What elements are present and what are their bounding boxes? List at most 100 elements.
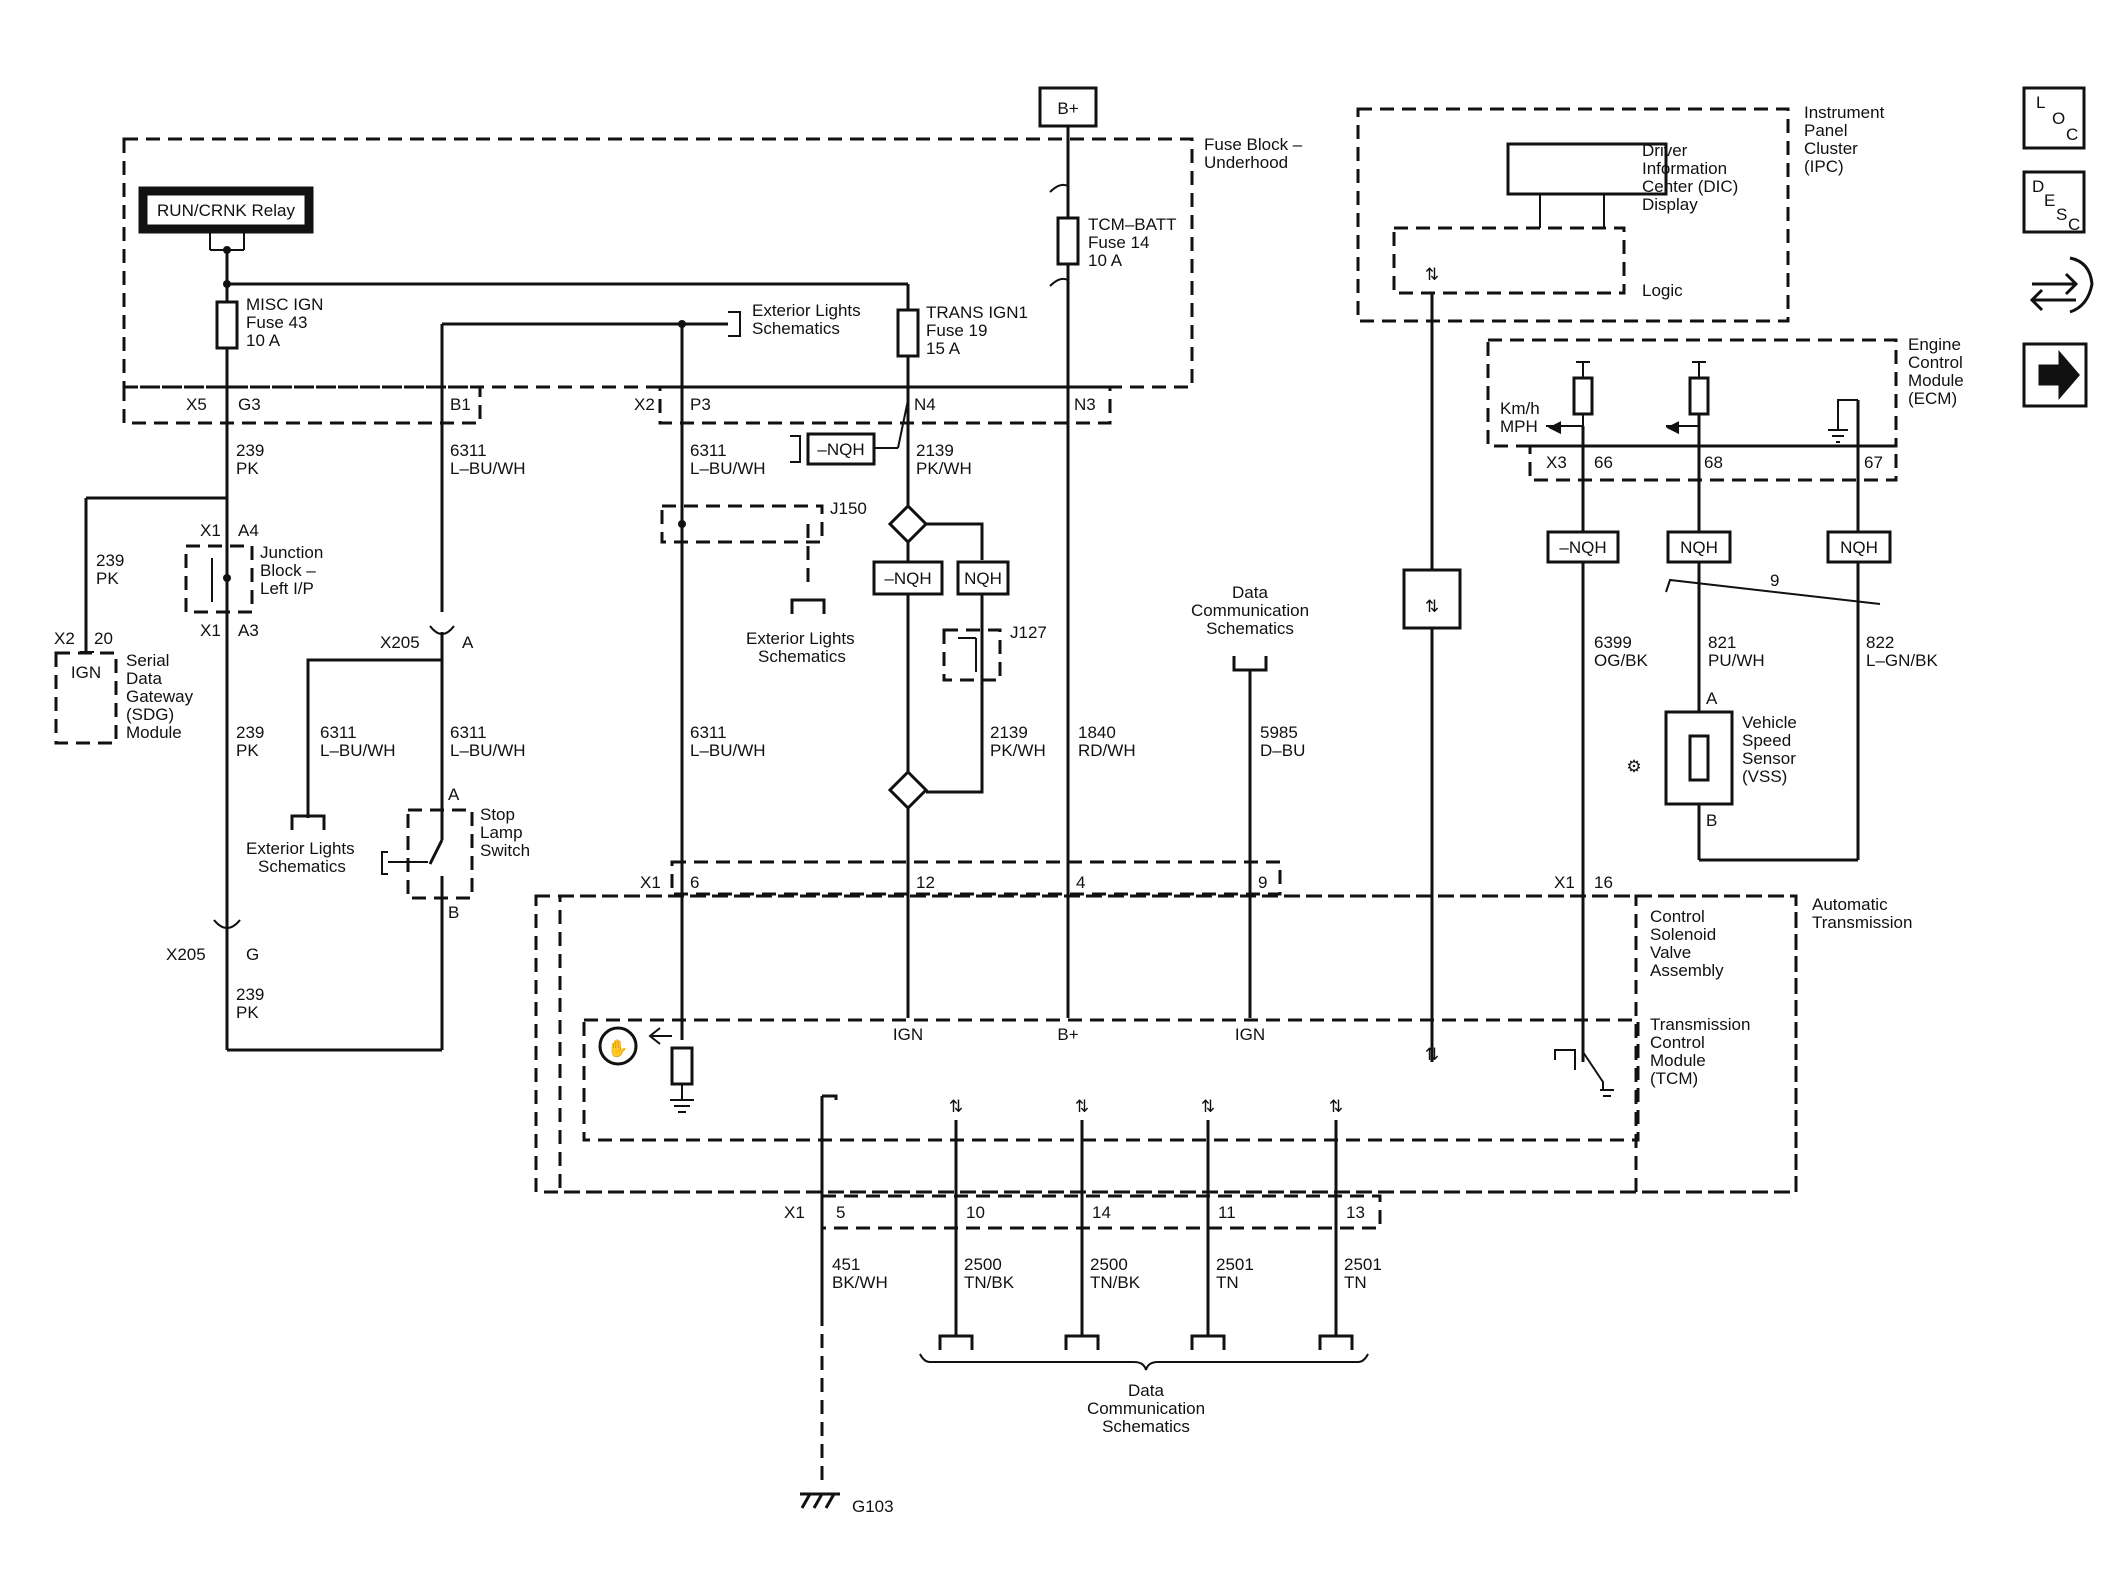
svg-text:68: 68 (1704, 453, 1723, 472)
svg-text:(TCM): (TCM) (1650, 1069, 1698, 1088)
fuse-trans-ign1 (896, 308, 920, 358)
svg-text:Communication: Communication (1191, 601, 1309, 620)
svg-text:PK: PK (96, 569, 119, 588)
connector-x1-top (670, 860, 1282, 896)
svg-text:10 A: 10 A (1088, 251, 1123, 270)
svg-text:PK/WH: PK/WH (990, 741, 1046, 760)
svg-text:L–BU/WH: L–BU/WH (690, 459, 766, 478)
svg-text:⇅: ⇅ (1201, 1097, 1215, 1116)
svg-text:11: 11 (1218, 1203, 1236, 1222)
svg-text:(ECM): (ECM) (1908, 389, 1957, 408)
svg-text:B+: B+ (1057, 1025, 1078, 1044)
svg-text:⇅: ⇅ (1425, 1045, 1439, 1064)
svg-text:(VSS): (VSS) (1742, 767, 1787, 786)
junction-block-label: Junction (260, 543, 323, 562)
nqh-tag-67 (1826, 530, 1892, 564)
stop-hand-icon (598, 1026, 638, 1066)
svg-text:6311: 6311 (450, 441, 487, 460)
svg-text:B: B (1706, 811, 1717, 830)
splice-bottom (887, 769, 929, 811)
svg-text:N3: N3 (1074, 395, 1096, 414)
svg-text:◀: ◀ (1548, 417, 1562, 436)
svg-text:Speed: Speed (1742, 731, 1791, 750)
svg-text:B: B (448, 903, 459, 922)
svg-text:10: 10 (966, 1203, 985, 1222)
j127-label: J127 (1010, 623, 1047, 642)
arrow-right-icon[interactable] (2022, 342, 2088, 408)
ground-g103-icon (800, 1492, 840, 1509)
svg-text:Block –: Block – (260, 561, 316, 580)
ecm-ground-icon (1828, 399, 1858, 443)
data-comm-label-mid: Data (1232, 583, 1268, 602)
exterior-lights-connector-mid (790, 598, 826, 614)
svg-text:Left I/P: Left I/P (260, 579, 314, 598)
svg-text:Panel: Panel (1804, 121, 1847, 140)
j127-outline (942, 628, 1002, 682)
fuse-tcm-batt (1056, 216, 1080, 266)
svg-text:⇅: ⇅ (1329, 1097, 1343, 1116)
svg-text:X1: X1 (200, 621, 221, 640)
dic-label: Driver (1642, 141, 1688, 160)
data-comm-connector-mid (1232, 656, 1268, 672)
svg-text:TN/BK: TN/BK (964, 1273, 1015, 1292)
svg-text:Information: Information (1642, 159, 1727, 178)
svg-text:2500: 2500 (1090, 1255, 1128, 1274)
svg-text:NQH: NQH (964, 569, 1002, 588)
svg-text:Data: Data (126, 669, 162, 688)
exterior-lights-connector-left (290, 814, 326, 830)
svg-text:A4: A4 (238, 521, 259, 540)
ecm-label: Engine (1908, 335, 1961, 354)
svg-text:L–BU/WH: L–BU/WH (690, 741, 766, 760)
svg-text:Module: Module (1650, 1051, 1706, 1070)
ground-label: G103 (852, 1497, 894, 1516)
loc-button[interactable]: L O C (2022, 86, 2086, 150)
svg-text:Gateway: Gateway (126, 687, 194, 706)
svg-text:E: E (2044, 191, 2055, 210)
serial-data-symbol (1402, 568, 1462, 630)
wrench-arrows-icon[interactable] (2029, 256, 2094, 314)
tcm-outline (582, 1018, 1640, 1142)
relay-label: RUN/CRNK Relay (157, 201, 295, 220)
svg-text:20: 20 (94, 629, 113, 648)
svg-text:G3: G3 (238, 395, 261, 414)
auto-trans-inner-outline (558, 894, 1798, 1194)
svg-text:Underhood: Underhood (1204, 153, 1288, 172)
fuse-tcm-batt-label: TCM–BATT (1088, 215, 1176, 234)
svg-text:Lamp: Lamp (480, 823, 523, 842)
data-comm-label-bottom: Data (1128, 1381, 1164, 1400)
svg-text:2139: 2139 (916, 441, 954, 460)
svg-text:67: 67 (1864, 453, 1883, 472)
svg-text:G: G (246, 945, 259, 964)
junction-block-outline (184, 544, 254, 614)
svg-text:TN: TN (1216, 1273, 1239, 1292)
wire-239-sdg (84, 496, 227, 652)
vss-label: Vehicle (1742, 713, 1797, 732)
svg-text:Schematics: Schematics (752, 319, 840, 338)
svg-text:L–BU/WH: L–BU/WH (450, 741, 526, 760)
svg-text:L–BU/WH: L–BU/WH (320, 741, 396, 760)
svg-text:12: 12 (916, 873, 935, 892)
svg-text:A: A (448, 785, 460, 804)
desc-button[interactable]: D E S C (2022, 170, 2086, 234)
svg-text:Control: Control (1650, 1033, 1705, 1052)
svg-text:X2: X2 (634, 395, 655, 414)
svg-text:IGN: IGN (893, 1025, 923, 1044)
wire-6311-ext (306, 658, 442, 818)
svg-text:PK: PK (236, 1003, 259, 1022)
svg-text:X1: X1 (640, 873, 661, 892)
svg-text:X5: X5 (186, 395, 207, 414)
svg-text:16: 16 (1594, 873, 1613, 892)
svg-text:X1: X1 (1554, 873, 1575, 892)
svg-text:Schematics: Schematics (758, 647, 846, 666)
ipc-label: Instrument (1804, 103, 1885, 122)
svg-text:66: 66 (1594, 453, 1613, 472)
svg-text:822: 822 (1866, 633, 1894, 652)
wire-451 (820, 1094, 838, 1314)
svg-text:◀: ◀ (1666, 417, 1680, 436)
data-comm-brace (919, 1353, 1369, 1371)
svg-text:O: O (2052, 109, 2065, 128)
dic-display (1506, 142, 1668, 196)
svg-text:Solenoid: Solenoid (1650, 925, 1716, 944)
svg-text:–NQH: –NQH (884, 569, 931, 588)
svg-text:L–BU/WH: L–BU/WH (450, 459, 526, 478)
